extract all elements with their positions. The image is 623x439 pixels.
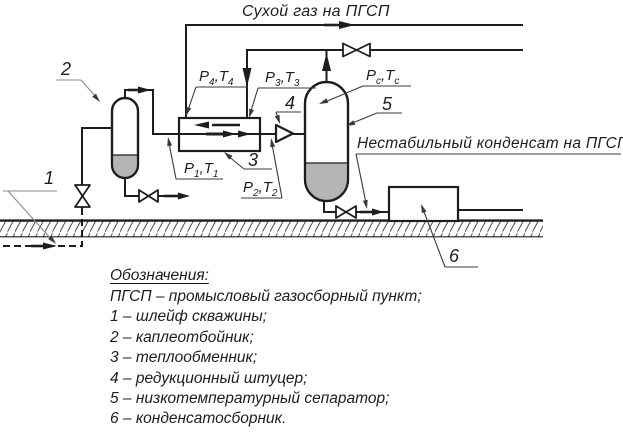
condensate-stream-label: Нестабильный конденсат на ПГСП bbox=[357, 135, 623, 152]
legend-item-5: 5 – низкотемпературный сепаратор; bbox=[110, 389, 390, 407]
leader-lines bbox=[3, 79, 621, 268]
legend-item-1: 1 – шлейф скважины; bbox=[110, 308, 267, 326]
flow-arrows bbox=[128, 21, 384, 216]
legend: Обозначения: ПГСП – промысловый газосбор… bbox=[110, 267, 422, 431]
pipes bbox=[81, 24, 523, 213]
well-flowline-underground bbox=[3, 213, 83, 250]
separator-vessel bbox=[303, 80, 350, 203]
bypass-valve-icon bbox=[342, 42, 371, 58]
legend-item-2: 2 – каплеотбойник; bbox=[110, 328, 254, 346]
callout-5-separator: 5 bbox=[382, 94, 393, 114]
legend-item-3: 3 – теплообменник; bbox=[110, 349, 258, 367]
tag-p4t4: P4,T4 bbox=[199, 68, 234, 88]
tag-pctc: Pс,Tс bbox=[366, 67, 400, 87]
tag-p2t2: P2,T2 bbox=[243, 179, 278, 199]
callout-6-condensate-collector: 6 bbox=[449, 246, 460, 266]
legend-item-6: 6 – конденсатосборник. bbox=[110, 410, 287, 428]
heat-exchanger bbox=[177, 116, 262, 153]
condensate-collector bbox=[387, 185, 460, 223]
choke-icon bbox=[274, 123, 295, 144]
inlet-valve-icon bbox=[74, 184, 91, 208]
callout-4-choke: 4 bbox=[285, 93, 296, 113]
legend-title: Обозначения: bbox=[110, 267, 209, 284]
knockout-drum-vessel bbox=[110, 96, 140, 180]
callout-2-knockout-drum: 2 bbox=[61, 59, 72, 79]
callout-3-heat-exchanger: 3 bbox=[248, 150, 259, 170]
ko-drum-drain-valve-icon bbox=[138, 189, 159, 203]
tag-p3t3: P3,T3 bbox=[265, 69, 300, 89]
separator-drain-valve-icon bbox=[335, 205, 357, 219]
callout-1-well-flowline: 1 bbox=[44, 168, 55, 188]
dry-gas-stream-label: Сухой газ на ПГСП bbox=[242, 3, 390, 20]
tag-p1t1: P1,T1 bbox=[184, 160, 219, 180]
legend-item-pgsp: ПГСП – промысловый газосборный пункт; bbox=[110, 288, 422, 305]
legend-item-4: 4 – редукционный штуцер; bbox=[110, 369, 308, 387]
